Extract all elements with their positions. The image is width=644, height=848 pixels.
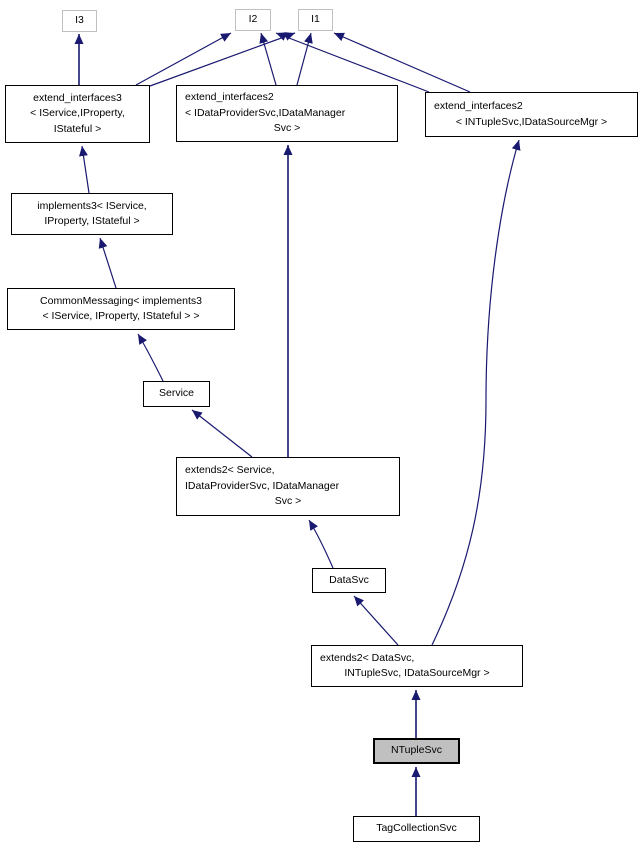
edge-datasvc-to-extends2-service xyxy=(308,519,334,569)
edge-extend-interfaces2-ntuple-to-i1 xyxy=(333,32,471,93)
node-tagcollectionsvc[interactable]: TagCollectionSvc xyxy=(353,816,480,842)
node-label: DataSvc xyxy=(329,573,369,586)
node-label-line: Svc > xyxy=(273,122,301,135)
node-label-line: CommonMessaging< implements3 xyxy=(40,294,202,307)
node-extend-interfaces2-ntuple[interactable]: extend_interfaces2 < INTupleSvc,IDataSou… xyxy=(425,92,638,137)
edge-service-to-common-messaging xyxy=(137,333,164,382)
edge-implements3-to-extend-interfaces3 xyxy=(79,145,90,194)
node-label-line: implements3< IService, xyxy=(37,199,147,212)
edge-extends2-datasvc-to-datasvc xyxy=(353,595,399,646)
edge-common-messaging-to-implements3 xyxy=(98,237,117,289)
node-extend-interfaces3[interactable]: extend_interfaces3 < IService,IProperty,… xyxy=(5,85,150,143)
edge-extends2-service-to-service xyxy=(191,409,253,458)
node-label-line: INTupleSvc, IDataSourceMgr > xyxy=(344,667,490,679)
node-service[interactable]: Service xyxy=(143,381,210,407)
node-label-line: extend_interfaces3 xyxy=(33,91,122,104)
node-label: I3 xyxy=(75,14,84,27)
edge-extend-interfaces3-to-i1 xyxy=(149,32,296,87)
edge-extend-interfaces2-data-to-i1 xyxy=(296,32,313,86)
node-label-line: IProperty, IStateful > xyxy=(44,215,140,227)
node-extends2-datasvc[interactable]: extends2< DataSvc, INTupleSvc, IDataSour… xyxy=(311,645,523,687)
node-label-line: IDataProviderSvc, IDataManager xyxy=(185,479,340,492)
node-label-line: extends2< Service, xyxy=(185,464,275,477)
edge-extends2-datasvc-to-extend-interfaces2-ntuple xyxy=(431,139,521,646)
node-extend-interfaces2-dataprovider[interactable]: extend_interfaces2 < IDataProviderSvc,ID… xyxy=(176,85,398,142)
node-ntuplesvc[interactable]: NTupleSvc xyxy=(373,738,460,764)
node-i1[interactable]: I1 xyxy=(298,9,333,31)
edge-extend-interfaces3-to-i2 xyxy=(135,32,232,86)
node-datasvc[interactable]: DataSvc xyxy=(312,568,386,593)
node-label-line: < INTupleSvc,IDataSourceMgr > xyxy=(455,115,608,128)
node-extends2-service[interactable]: extends2< Service, IDataProviderSvc, IDa… xyxy=(176,457,400,516)
node-label-line: IStateful > xyxy=(53,122,102,135)
node-label-line: extend_interfaces2 xyxy=(185,91,274,104)
node-label-line: extend_interfaces2 xyxy=(434,100,523,112)
node-label-line: extends2< DataSvc, xyxy=(320,651,415,664)
edge-extend-interfaces2-data-to-i2 xyxy=(259,32,277,86)
node-label: I2 xyxy=(248,13,258,26)
node-label-line: < IService,IProperty, xyxy=(30,107,125,120)
node-label: NTupleSvc xyxy=(391,744,442,757)
node-implements3[interactable]: implements3< IService, IProperty, IState… xyxy=(11,193,173,235)
node-label-line: < IService, IProperty, IStateful > > xyxy=(42,310,200,322)
node-label-line: Svc > xyxy=(274,495,302,508)
node-label: I1 xyxy=(311,13,320,26)
node-i3[interactable]: I3 xyxy=(62,10,97,32)
node-label-line: < IDataProviderSvc,IDataManager xyxy=(185,106,346,119)
node-i2[interactable]: I2 xyxy=(235,9,271,31)
node-label: Service xyxy=(158,387,194,400)
node-label: TagCollectionSvc xyxy=(376,822,457,835)
node-common-messaging[interactable]: CommonMessaging< implements3 < IService,… xyxy=(7,288,235,330)
edge-extend-interfaces2-ntuple-to-i2 xyxy=(275,32,430,93)
